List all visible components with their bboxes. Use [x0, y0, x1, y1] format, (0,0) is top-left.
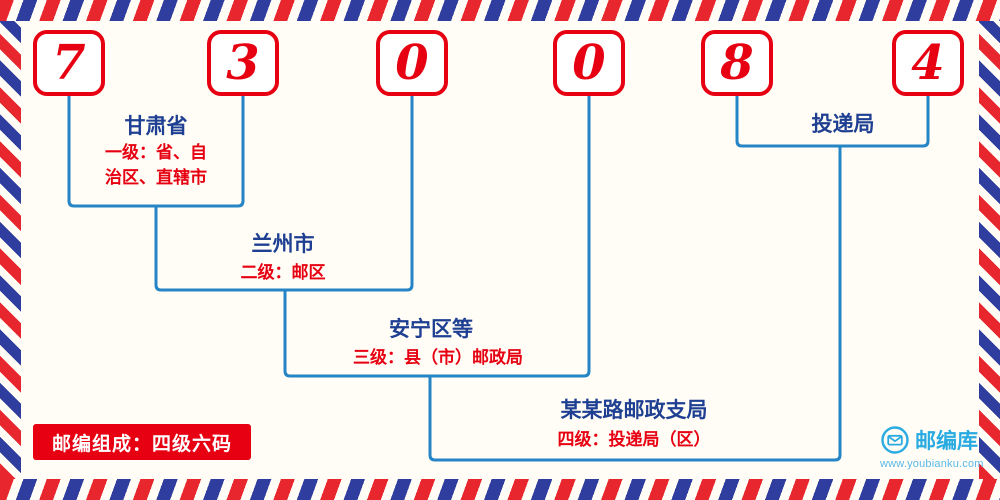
airmail-border-right	[979, 21, 1000, 479]
digit-1: 7	[52, 35, 86, 91]
envelope-icon	[881, 426, 909, 454]
digit-box-3: 0	[376, 30, 448, 96]
airmail-border-top	[0, 0, 1000, 21]
composition-badge: 邮编组成：四级六码	[33, 424, 251, 460]
district-name: 安宁区等	[389, 318, 473, 341]
composition-badge-text: 邮编组成：四级六码	[51, 433, 232, 455]
digit-box-2: 3	[207, 30, 279, 96]
digit-box-4: 0	[553, 30, 625, 96]
brand-name: 邮编库	[915, 430, 978, 453]
province-level-desc-line2: 治区、直辖市	[105, 168, 207, 187]
branch-name: 某某路邮政支局	[560, 399, 708, 422]
city-level-desc: 二级：邮区	[240, 263, 326, 282]
digit-6: 4	[911, 35, 945, 91]
district-level-desc: 三级：县（市）邮政局	[353, 348, 523, 367]
airmail-border-left	[0, 21, 21, 479]
province-level-desc: 一级：省、自 治区、直辖市	[6, 140, 306, 190]
digit-box-5: 8	[701, 30, 773, 96]
digit-box-6: 4	[892, 30, 964, 96]
digit-2: 3	[226, 35, 260, 91]
digit-box-1: 7	[33, 30, 105, 96]
digit-4: 0	[572, 35, 606, 91]
province-level-desc-line1: 一级：省、自	[105, 143, 207, 162]
logo-row: 邮编库	[880, 425, 990, 455]
province-name: 甘肃省	[124, 115, 188, 138]
digit-5: 8	[720, 35, 754, 91]
delivery-office-label: 投递局	[811, 113, 875, 136]
digit-3: 0	[395, 35, 429, 91]
brand-url[interactable]: www.youbianku.com	[880, 458, 984, 470]
branch-level-desc: 四级：投递局（区）	[557, 430, 711, 449]
airmail-border-bottom	[0, 479, 1000, 500]
city-name: 兰州市	[251, 233, 315, 256]
youbianku-logo[interactable]: 邮编库 www.youbianku.com	[880, 425, 990, 470]
